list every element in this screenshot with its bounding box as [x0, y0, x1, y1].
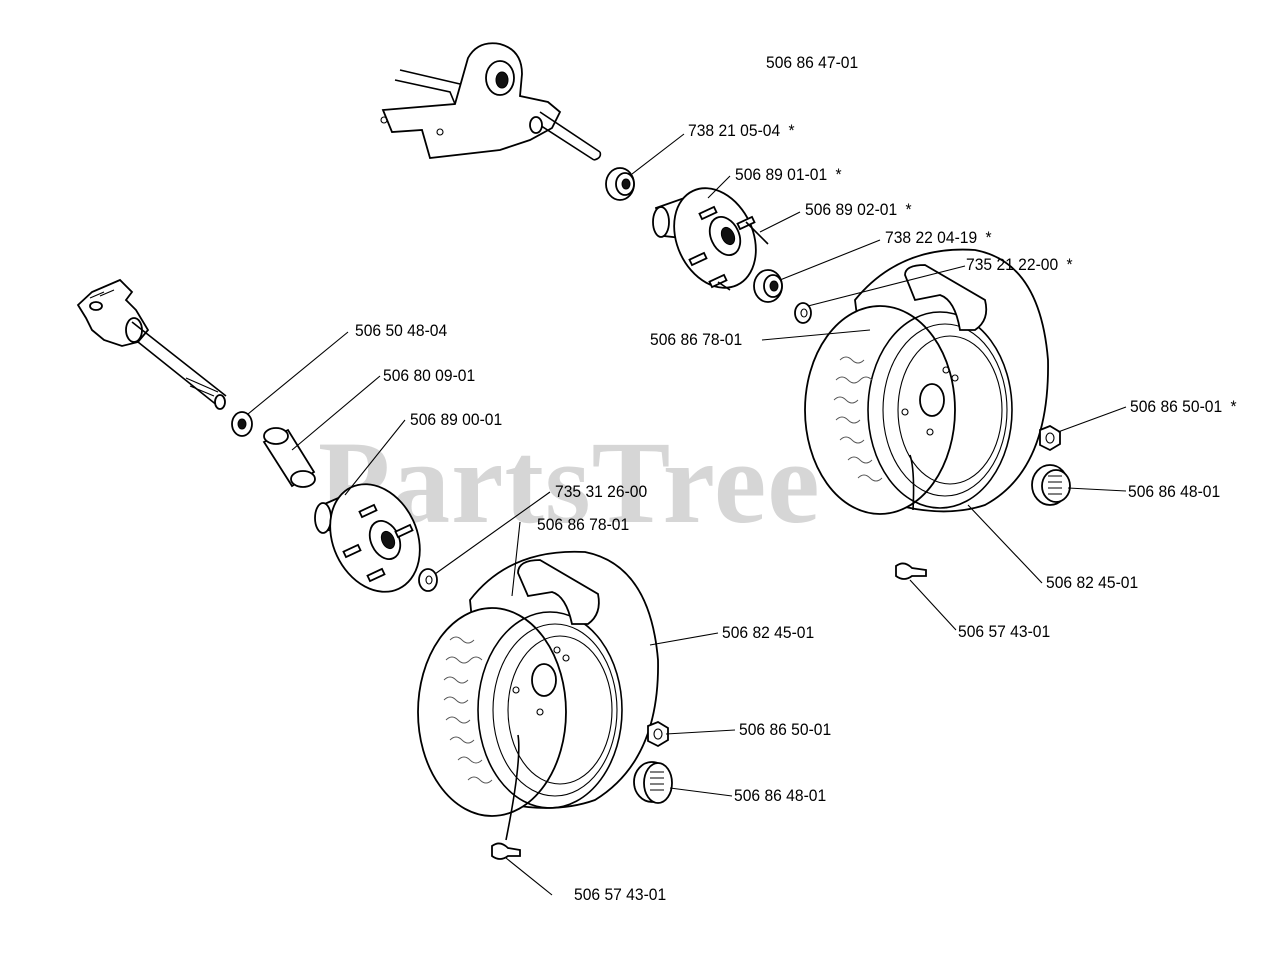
label-bearing-top-2: 738 22 04-19 * [885, 228, 992, 248]
label-text: 506 89 00-01 [410, 410, 503, 429]
label-text: 735 21 22-00 [966, 255, 1059, 274]
label-washer-left: 506 50 48-04 [355, 321, 447, 341]
valve-right [895, 562, 927, 580]
axle-left [76, 278, 227, 410]
washer-left [231, 411, 253, 437]
label-nut-right: 506 86 50-01 * [1130, 397, 1237, 417]
axle-bracket-top [380, 42, 602, 161]
label-text: 506 57 43-01 [574, 885, 667, 904]
label-text: 506 50 48-04 [355, 321, 448, 340]
label-text: 506 57 43-01 [958, 622, 1051, 641]
cap-right [1031, 464, 1071, 506]
asterisk: * [788, 121, 795, 140]
cap-left [633, 761, 673, 804]
label-tire-left: 506 82 45-01 [722, 623, 814, 643]
label-text: 506 80 09-01 [383, 366, 476, 385]
label-washer-top: 735 21 22-00 * [966, 255, 1073, 275]
label-text: 506 86 47-01 [766, 53, 859, 72]
label-text: 506 82 45-01 [722, 623, 815, 642]
spacer-left [262, 427, 316, 488]
label-hub-left: 506 89 00-01 [410, 410, 502, 430]
label-text: 506 86 78-01 [537, 515, 630, 534]
label-tire-right: 506 82 45-01 [1046, 573, 1138, 593]
label-text: 506 86 78-01 [650, 330, 743, 349]
label-top-assembly: 506 86 47-01 [766, 53, 858, 73]
washer-top [794, 302, 812, 324]
label-wheel-left-spacer: 506 86 78-01 [537, 515, 629, 535]
leader-lines [247, 133, 1127, 896]
nut-left [647, 720, 669, 748]
nut-right [1039, 424, 1061, 452]
asterisk: * [985, 228, 992, 247]
wheel-left [417, 550, 659, 841]
label-text: 506 86 48-01 [734, 786, 827, 805]
hub-left [314, 483, 421, 593]
label-hub-top: 506 89 01-01 * [735, 165, 842, 185]
label-text: 738 21 05-04 [688, 121, 781, 140]
hub-top [652, 187, 769, 291]
asterisk: * [835, 165, 842, 184]
label-wheel-right-spacer: 506 86 78-01 [650, 330, 742, 350]
label-text: 506 86 50-01 [1130, 397, 1223, 416]
bearing-top [605, 167, 635, 201]
asterisk: * [1230, 397, 1237, 416]
label-text: 506 86 48-01 [1128, 482, 1221, 501]
label-washer-left-2: 735 31 26-00 [555, 482, 647, 502]
label-text: 506 82 45-01 [1046, 573, 1139, 592]
label-spacer-left: 506 80 09-01 [383, 366, 475, 386]
label-cap-right: 506 86 48-01 [1128, 482, 1220, 502]
label-text: 735 31 26-00 [555, 482, 648, 501]
label-cap-left: 506 86 48-01 [734, 786, 826, 806]
valve-left [491, 842, 521, 860]
label-bearing-top: 738 21 05-04 * [688, 121, 795, 141]
label-stud-top: 506 89 02-01 * [805, 200, 912, 220]
label-text: 506 89 02-01 [805, 200, 898, 219]
washer-left-2 [418, 568, 438, 592]
asterisk: * [905, 200, 912, 219]
label-valve-left: 506 57 43-01 [574, 885, 666, 905]
label-text: 738 22 04-19 [885, 228, 978, 247]
label-valve-right: 506 57 43-01 [958, 622, 1050, 642]
label-nut-left: 506 86 50-01 [739, 720, 831, 740]
label-text: 506 89 01-01 [735, 165, 828, 184]
label-text: 506 86 50-01 [739, 720, 832, 739]
bearing-top-2 [753, 269, 783, 303]
asterisk: * [1066, 255, 1073, 274]
wheel-right [804, 248, 1049, 515]
